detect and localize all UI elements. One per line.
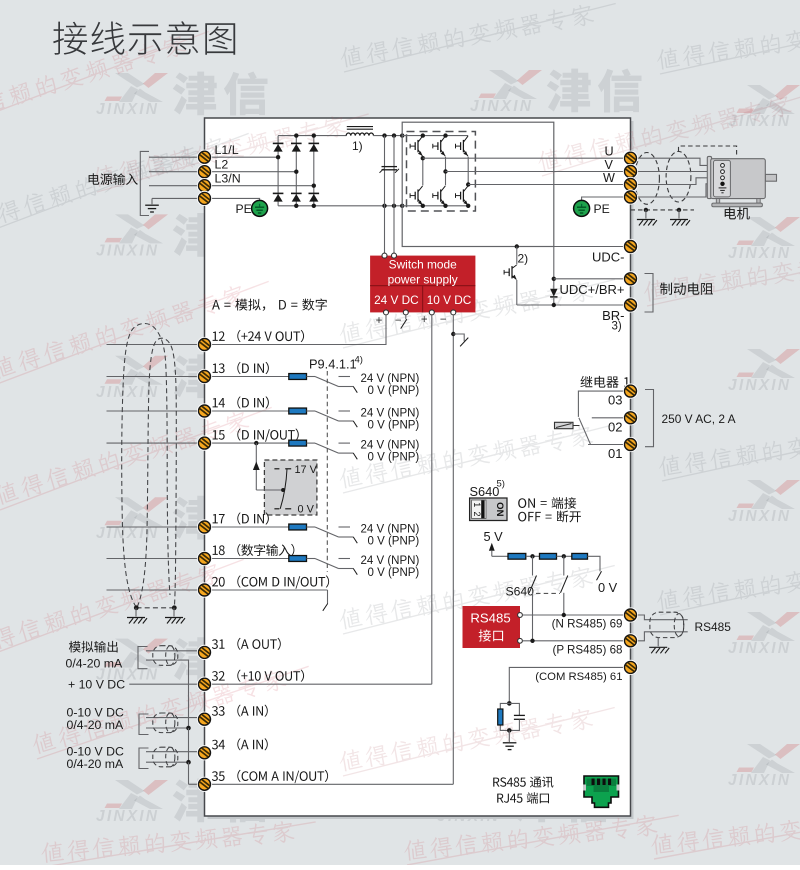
svg-text:JINXIN: JINXIN (728, 245, 791, 262)
svg-text:RS485: RS485 (695, 620, 732, 634)
svg-text:0 V: 0 V (298, 503, 315, 515)
svg-text:0 V (PNP): 0 V (PNP) (368, 452, 420, 464)
svg-text:24 V (NPN): 24 V (NPN) (361, 523, 420, 535)
svg-text:24 V (NPN): 24 V (NPN) (361, 555, 420, 567)
svg-text:1): 1) (352, 139, 363, 153)
svg-text:0/4-20 mA: 0/4-20 mA (66, 656, 124, 670)
svg-text:4): 4) (355, 355, 363, 366)
svg-text:3): 3) (612, 321, 622, 333)
svg-text:0/4-20 mA: 0/4-20 mA (67, 757, 125, 771)
svg-text:02: 02 (608, 419, 622, 434)
svg-text:0 V (PNP): 0 V (PNP) (368, 420, 420, 432)
svg-text:PE: PE (594, 202, 610, 216)
svg-text:JINXIN: JINXIN (728, 640, 791, 657)
svg-text:RS485: RS485 (470, 611, 510, 626)
svg-text:(N RS485) 69: (N RS485) 69 (552, 618, 623, 631)
svg-text:10 V DC: 10 V DC (427, 293, 472, 307)
svg-text:JINXIN: JINXIN (96, 384, 159, 401)
svg-text:17 V: 17 V (295, 464, 318, 476)
svg-text:5): 5) (497, 479, 505, 490)
svg-text:U: U (605, 144, 614, 158)
svg-text:ON: ON (494, 502, 505, 516)
svg-text:JINXIN: JINXIN (96, 101, 159, 118)
svg-text:JINXIN: JINXIN (96, 242, 159, 259)
svg-text:2: 2 (472, 511, 482, 516)
svg-text:−: − (440, 314, 447, 326)
svg-text:0 V: 0 V (598, 580, 618, 595)
svg-text:PE: PE (236, 202, 252, 216)
svg-text:24 V DC: 24 V DC (374, 293, 419, 307)
svg-text:L1/L: L1/L (215, 143, 239, 157)
svg-text:24 V (NPN): 24 V (NPN) (361, 440, 420, 452)
svg-text:+ 10 V DC: + 10 V DC (68, 677, 125, 691)
svg-text:0/4-20 mA: 0/4-20 mA (67, 718, 125, 732)
svg-text:0 V (PNP): 0 V (PNP) (368, 567, 420, 579)
svg-text:JINXIN: JINXIN (96, 667, 159, 684)
svg-text:01: 01 (608, 446, 622, 461)
svg-text:(P RS485) 68: (P RS485) 68 (552, 644, 622, 657)
svg-text:−: − (395, 315, 402, 327)
svg-text:UDC+/BR+: UDC+/BR+ (559, 282, 624, 297)
svg-text:JINXIN: JINXIN (728, 508, 791, 525)
svg-text:0 V (PNP): 0 V (PNP) (368, 536, 420, 548)
svg-text:250 V AC, 2 A: 250 V AC, 2 A (662, 412, 736, 426)
svg-text:5 V: 5 V (484, 529, 504, 544)
svg-text:0-10 V DC: 0-10 V DC (67, 705, 125, 719)
svg-text:03: 03 (608, 393, 622, 408)
svg-text:JINXIN: JINXIN (96, 525, 159, 542)
svg-text:JINXIN: JINXIN (728, 772, 791, 789)
svg-text:JINXIN: JINXIN (470, 98, 533, 115)
svg-text:V: V (605, 158, 614, 172)
svg-text:S640: S640 (470, 484, 500, 499)
svg-text:power supply: power supply (388, 272, 458, 286)
svg-text:UDC-: UDC- (592, 249, 625, 264)
svg-text:S640: S640 (506, 584, 535, 598)
svg-text:L2: L2 (215, 158, 229, 172)
svg-text:(COM RS485) 61: (COM RS485) 61 (535, 671, 622, 683)
svg-text:JINXIN: JINXIN (728, 377, 791, 394)
svg-text:P9.4.1.1: P9.4.1.1 (309, 357, 357, 372)
svg-text:24 V (NPN): 24 V (NPN) (361, 407, 420, 419)
svg-text:BR-: BR- (602, 308, 624, 323)
svg-text:Switch mode: Switch mode (389, 258, 457, 272)
svg-text:+: + (421, 314, 428, 326)
svg-text:2): 2) (518, 252, 529, 266)
svg-text:L3/N: L3/N (215, 172, 241, 186)
svg-text:0-10 V DC: 0-10 V DC (67, 744, 125, 758)
svg-text:+: + (376, 315, 383, 327)
svg-text:0 V (PNP): 0 V (PNP) (368, 385, 420, 397)
svg-text:24 V (NPN): 24 V (NPN) (361, 373, 420, 385)
svg-text:W: W (603, 171, 615, 185)
svg-text:JINXIN: JINXIN (96, 808, 159, 825)
svg-text:1: 1 (472, 502, 482, 507)
